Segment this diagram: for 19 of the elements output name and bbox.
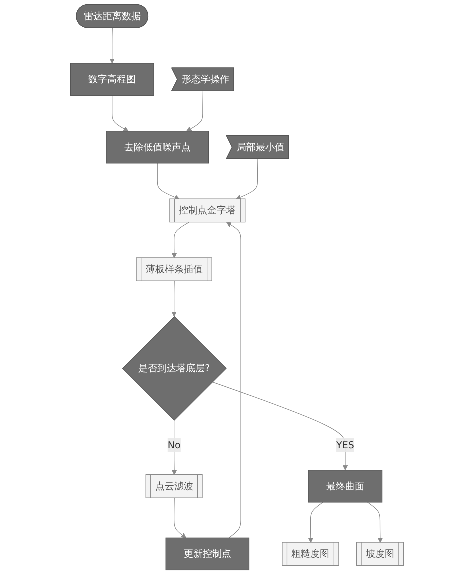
arrow bbox=[236, 158, 258, 200]
arrow bbox=[212, 382, 348, 471]
node-box: 最终曲面 bbox=[308, 470, 382, 503]
arrow bbox=[112, 95, 129, 132]
edge-label: No bbox=[168, 439, 181, 451]
node-box: 数字高程图 bbox=[70, 63, 154, 96]
edge-label: YES bbox=[336, 439, 354, 451]
arrow bbox=[186, 91, 204, 132]
arrow bbox=[226, 222, 242, 538]
arrow bbox=[157, 163, 180, 200]
arrow bbox=[172, 222, 190, 258]
node-diamond: 是否到达塔底层? bbox=[122, 316, 227, 421]
node-box: 去除低值噪声点 bbox=[106, 131, 209, 164]
arrow bbox=[174, 498, 186, 538]
arrow bbox=[308, 502, 324, 544]
node-box: 更新控制点 bbox=[166, 538, 250, 571]
arrow bbox=[110, 28, 115, 64]
arrow bbox=[171, 281, 177, 317]
arrow bbox=[367, 502, 383, 544]
